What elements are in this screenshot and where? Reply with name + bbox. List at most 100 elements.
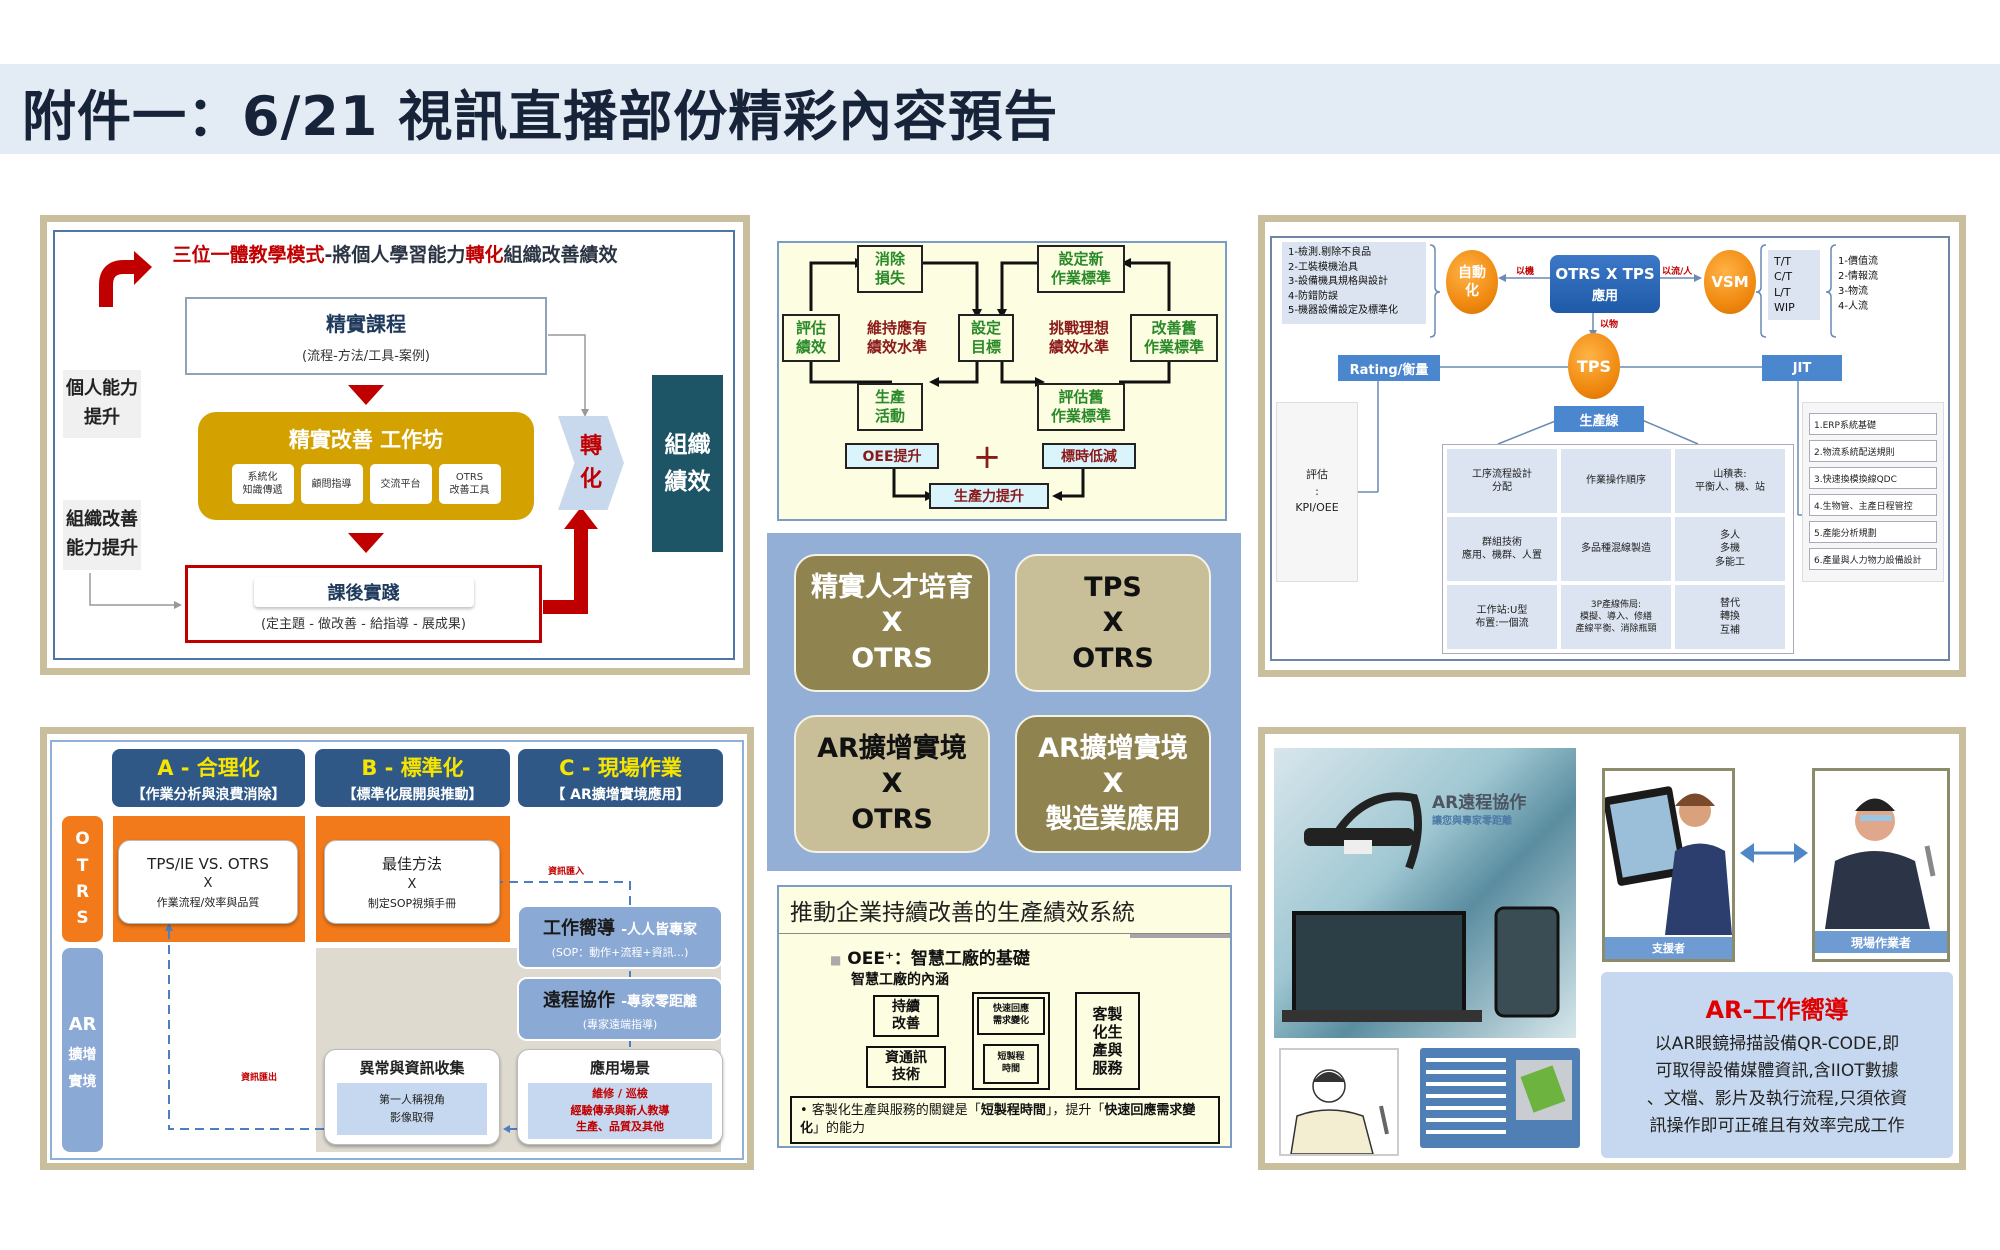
fast-response-box: 快速回應需求變化 <box>977 997 1045 1035</box>
grid-cell: 工作站:U型布置:一個流 <box>1447 585 1557 649</box>
production-line-cells: 工序流程設計分配 作業操作順序 山積表:平衡人、機、站 群組技術應用、機群、人置… <box>1447 449 1789 649</box>
productivity-up-box: 生產力提升 <box>929 483 1049 509</box>
grid-cell: 多人多機多能工 <box>1675 517 1785 581</box>
scene-title: 應用場景 <box>589 1059 650 1077</box>
ar-side-text: AR <box>68 1014 97 1035</box>
cell-text: 多人 <box>1720 529 1740 541</box>
grid-cell: 替代轉換互補 <box>1675 585 1785 649</box>
box-text: 設定新 <box>1058 250 1104 269</box>
phone-icon <box>1494 906 1560 1018</box>
list-item: 2-工裝模機治具 <box>1288 261 1358 273</box>
red-arrowhead-icon <box>134 251 152 285</box>
box-text: 產與 <box>1092 1041 1123 1059</box>
box-text: 技術 <box>892 1067 920 1083</box>
header-title: C - 現場作業 <box>559 756 682 780</box>
box-text: X <box>407 877 417 892</box>
box-text: 目標 <box>970 338 1001 356</box>
improve-old-standard-box: 改善舊作業標準 <box>1130 314 1218 362</box>
production-activity-box: 生產活動 <box>857 383 923 431</box>
customized-service-box: 客製化生產與服務 <box>1075 992 1140 1090</box>
cell-text: 工作站:U型 <box>1476 604 1528 616</box>
plus-sign: + <box>972 437 1002 477</box>
box-text: 作業標準 <box>1143 338 1204 356</box>
otrs-letter: O <box>75 829 90 850</box>
course-subtitle: (流程-方法/工具-案例) <box>302 349 430 364</box>
box-text: 損失 <box>874 269 905 287</box>
jit-item: 2.物流系統配送規則 <box>1809 440 1937 462</box>
tile-text: X <box>1102 768 1124 800</box>
otrs-side-label: O T R S <box>62 816 103 942</box>
side-text: 個人能力 <box>66 378 138 400</box>
grid-cell: 作業操作順序 <box>1561 449 1671 513</box>
evaluate-performance-box: 評估績效 <box>782 314 840 362</box>
cell-text: 群組技術 <box>1482 536 1522 548</box>
guide-subtitle: (SOP：動作+流程+資訊...) <box>551 946 689 959</box>
tile-text: X <box>1102 607 1124 639</box>
scene-line: 生產、品質及其他 <box>576 1120 664 1134</box>
box-text: TPS/IE VS. OTRS <box>147 854 269 873</box>
ar-screen-mockup <box>1420 1048 1580 1148</box>
cell-text: 工序流程設計 <box>1472 468 1532 480</box>
box-text: 最佳方法 <box>381 855 442 873</box>
cell-text: 分配 <box>1492 482 1512 493</box>
ar-headset-icon <box>1330 792 1422 870</box>
bullet-text: OEE⁺：智慧工廠的基礎 <box>847 949 1030 969</box>
metric-item: C/T <box>1774 270 1793 284</box>
orb-text: 自動 <box>1458 264 1486 281</box>
jit-bar: JIT <box>1762 355 1842 381</box>
ar-remote-collab-photo: AR遠程協作 讓您與專家零距離 <box>1274 748 1576 1038</box>
box-text: 績效 <box>795 338 826 356</box>
photo-subtitle: 讓您與專家零距離 <box>1432 816 1512 827</box>
remote-title: 遠程協作 -專家零距離 <box>543 986 697 1012</box>
arrowhead-icon <box>165 923 173 931</box>
center-title: OTRS X TPS <box>1555 264 1655 283</box>
note-bold-text: 快速回應需求變化 <box>800 1103 1196 1136</box>
org-text: 組織 <box>664 431 711 458</box>
list-item: 4-防錯防誤 <box>1288 290 1338 302</box>
grid-cell: 工序流程設計分配 <box>1447 449 1557 513</box>
practice-box: 課後實踐 (定主題 - 做改善 - 給指導 - 展成果) <box>185 565 542 643</box>
list-item: 1-檢測.剔除不良品 <box>1288 247 1372 258</box>
std-time-reduce-box: 標時低減 <box>1042 443 1136 469</box>
cell-text: 產線平衡、消除瓶頸 <box>1575 624 1657 635</box>
guide-title-text: 工作嚮導 <box>542 918 615 939</box>
oee-bullet: ■ OEE⁺：智慧工廠的基礎 <box>830 944 1030 969</box>
scene-detail: 維修 / 巡檢 經驗傳承與新人教導 生產、品質及其他 <box>528 1083 712 1139</box>
tile-text: AR擴增實境 <box>1038 733 1188 765</box>
arrowhead-icon <box>1052 491 1062 501</box>
flow-item: 4-人流 <box>1838 301 1868 312</box>
box-text: 活動 <box>874 407 905 425</box>
short-process-box: 短製程時間 <box>983 1044 1039 1084</box>
down-triangle-icon <box>348 385 384 405</box>
box-text: 持續 <box>892 999 920 1016</box>
otrs-letter: R <box>75 882 90 902</box>
item-text: 顧問指導 <box>311 478 352 490</box>
red-curved-arrow-icon <box>99 260 136 307</box>
down-triangle-icon <box>348 533 384 553</box>
tile-text: OTRS <box>851 642 933 674</box>
practice-title: 課後實踐 <box>253 576 474 607</box>
org-text: 績效 <box>664 468 711 495</box>
side-text: 提升 <box>84 407 120 428</box>
grid-cell: 群組技術應用、機群、人置 <box>1447 517 1557 581</box>
title-bar <box>0 64 2000 154</box>
grid-cell: 3P產線佈局:模擬、導入、修繕產線平衡、消除瓶頸 <box>1561 585 1671 649</box>
note-text: 」的能力 <box>813 1120 866 1136</box>
item-text: 系統化 <box>247 472 278 483</box>
box-text: 服務 <box>1092 1059 1123 1077</box>
label-by-material: 以物 <box>1600 320 1619 330</box>
remote-collab-box: 遠程協作 -專家零距離 (專家遠端指導) <box>517 977 723 1041</box>
caption-text: 績效水準 <box>866 338 927 356</box>
header-title: A - 合理化 <box>157 756 260 780</box>
ar-info-body: 以AR眼鏡掃描設備QR-CODE,即 可取得設備媒體資訊,含IIOT數據 、文檔… <box>1647 1031 1907 1140</box>
grid-cell: 多品種混線製造 <box>1561 517 1671 581</box>
box-text: 客製 <box>1092 1005 1123 1023</box>
collect-line: 影像取得 <box>390 1111 434 1124</box>
box-text: 制定SOP視頻手冊 <box>367 897 457 910</box>
ar-device-illustration <box>1282 792 1560 1022</box>
evaluate-old-standard-box: 評估舊作業標準 <box>1037 383 1125 431</box>
